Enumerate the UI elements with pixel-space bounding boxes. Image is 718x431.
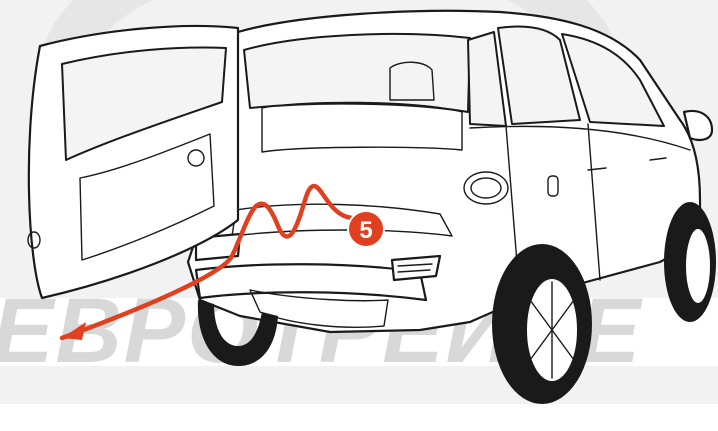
arrow-head-icon	[62, 322, 86, 340]
front-wheel	[664, 202, 716, 322]
tailgate-lock-icon	[27, 231, 41, 249]
left-rear-wheel	[197, 300, 278, 366]
tailgate-handle-icon	[187, 149, 205, 167]
open-tailgate	[27, 24, 240, 300]
bottom-band	[0, 404, 718, 431]
rear-wheel	[492, 244, 592, 404]
callout-5: 5	[347, 210, 385, 248]
wiring-harness	[59, 183, 355, 341]
callout-number: 5	[359, 217, 372, 244]
